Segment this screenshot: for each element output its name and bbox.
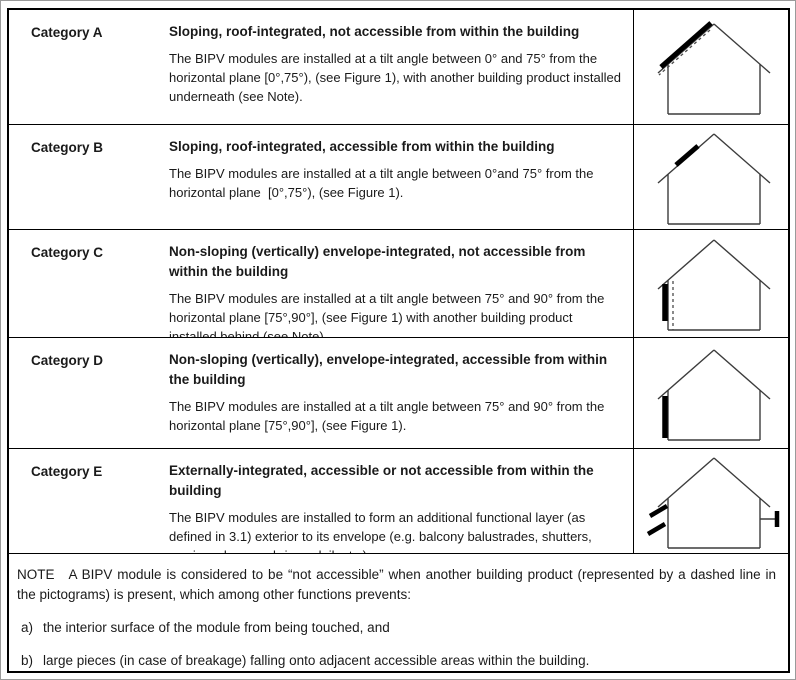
- note-item-marker: a): [21, 620, 34, 635]
- category-description: Sloping, roof-integrated, not accessible…: [161, 10, 633, 124]
- note-text: A BIPV module is considered to be “not a…: [17, 567, 776, 602]
- house-wall-panel-with-dashed-backing-icon: [657, 239, 771, 332]
- category-heading: Sloping, roof-integrated, not accessible…: [169, 24, 580, 39]
- category-label: Category E: [31, 464, 103, 480]
- category-description: Non-sloping (vertically), envelope-integ…: [161, 338, 633, 448]
- category-label: Category C: [31, 244, 104, 260]
- pictogram-cell: [633, 10, 788, 124]
- pictogram-cell: [633, 124, 788, 229]
- category-body-text: The BIPV modules are installed at a tilt…: [169, 290, 605, 339]
- category-body-text: The BIPV modules are installed at a tilt…: [169, 165, 594, 200]
- category-body-text: The BIPV modules are installed at a tilt…: [169, 399, 605, 434]
- category-heading: Externally-integrated, accessible or not…: [169, 463, 594, 499]
- note-item-marker: b): [21, 653, 34, 668]
- table-row-category-c: Category C Non-sloping (vertically) enve…: [9, 229, 788, 339]
- note-label: NOTE: [17, 567, 55, 582]
- category-body-text: The BIPV modules are installed at a tilt…: [169, 51, 621, 104]
- note-item-text: large pieces (in case of breakage) falli…: [43, 653, 590, 668]
- category-description: Non-sloping (vertically) envelope-integr…: [161, 230, 633, 338]
- pictogram-cell: [633, 229, 788, 338]
- pictogram-cell: [633, 449, 788, 553]
- note-item-text: the interior surface of the module from …: [43, 620, 390, 635]
- house-roof-panel-with-dashed-underlayer-icon: [657, 20, 771, 115]
- pictogram-cell: [633, 338, 788, 449]
- category-description: Externally-integrated, accessible or not…: [161, 449, 633, 553]
- category-label: Category D: [31, 353, 104, 369]
- house-external-louvers-and-balustrade-icon: [646, 457, 780, 549]
- category-label: Category A: [31, 25, 103, 40]
- house-wall-panel-icon: [657, 349, 771, 441]
- note-item-a: a) the interior surface of the module fr…: [17, 618, 776, 638]
- note-item-b: b) large pieces (in case of breakage) fa…: [17, 651, 776, 671]
- category-heading: Non-sloping (vertically) envelope-integr…: [169, 243, 586, 279]
- table-row-category-d: Category D Non-sloping (vertically), env…: [9, 338, 788, 450]
- category-heading: Non-sloping (vertically), envelope-integ…: [169, 352, 608, 388]
- table-row-category-a: Category A Sloping, roof-integrated, not…: [9, 10, 788, 125]
- bipv-category-table: Category A Sloping, roof-integrated, not…: [7, 8, 790, 673]
- house-roof-panel-icon: [657, 133, 771, 225]
- table-row-category-b: Category B Sloping, roof-integrated, acc…: [9, 124, 788, 230]
- category-heading: Sloping, roof-integrated, accessible fro…: [169, 138, 555, 154]
- category-body-text: The BIPV modules are installed to form a…: [169, 510, 592, 553]
- table-row-category-e: Category E Externally-integrated, access…: [9, 449, 788, 554]
- category-description: Sloping, roof-integrated, accessible fro…: [161, 125, 633, 229]
- category-label: Category B: [31, 139, 104, 155]
